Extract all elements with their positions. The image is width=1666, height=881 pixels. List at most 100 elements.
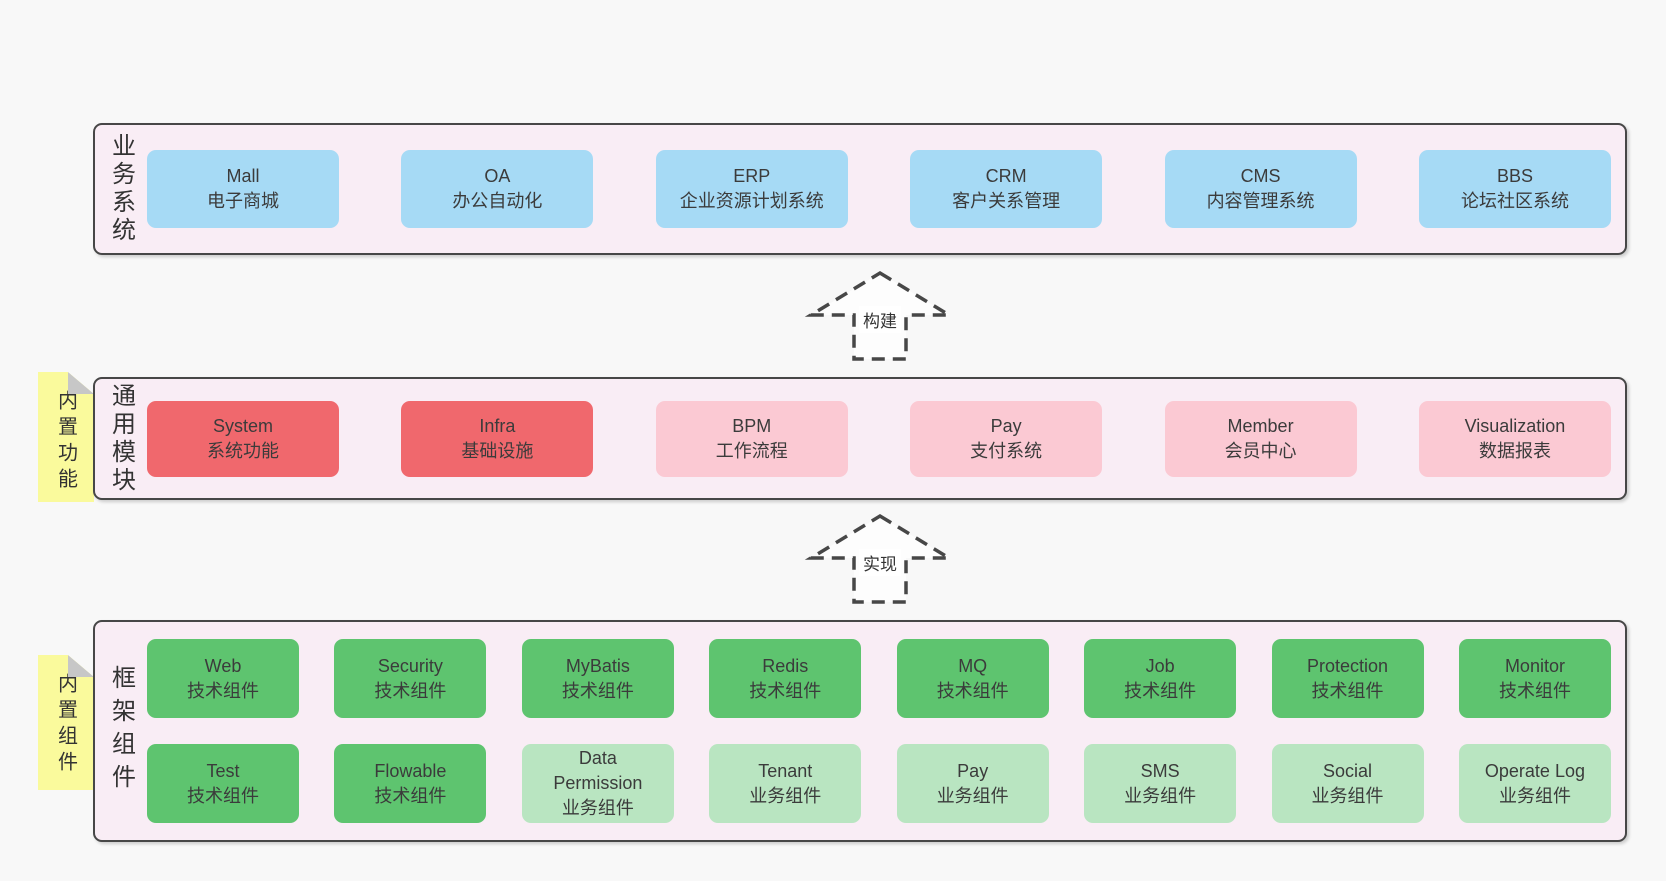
band-common-modules-label: 通用模块 — [107, 382, 135, 495]
box-title: OA — [484, 166, 511, 186]
build-arrow: 构建 — [804, 270, 956, 362]
box-subtitle: 技术组件 — [374, 680, 447, 701]
diagram-box: Security 技术组件 — [334, 639, 487, 718]
diagram-box: Redis 技术组件 — [709, 639, 862, 718]
diagram-box: MQ 技术组件 — [896, 639, 1049, 718]
diagram-box: Monitor 技术组件 — [1458, 639, 1611, 718]
box-title: Flowable — [374, 760, 447, 781]
box-subtitle: 技术组件 — [1311, 680, 1384, 701]
diagram-box: CMS 内容管理系统 — [1164, 150, 1357, 228]
box-title: BPM — [732, 415, 772, 436]
box-subtitle: 内容管理系统 — [1206, 191, 1315, 211]
diagram-box: Pay 业务组件 — [896, 744, 1049, 823]
box-title: MQ — [958, 655, 988, 676]
common-modules-boxes: System 系统功能 Infra 基础设施 BPM 工作流程 Pay 支付系统… — [147, 379, 1625, 498]
box-title: CRM — [985, 166, 1027, 186]
box-title: Data Permission — [553, 748, 643, 793]
band-common-modules: 通用模块 System 系统功能 Infra 基础设施 BPM 工作流程 Pay… — [93, 377, 1627, 500]
band-business-systems: 业务系统 Mall 电子商城 OA 办公自动化 ERP 企业资源计划系统 CRM… — [93, 123, 1627, 255]
box-subtitle: 业务组件 — [1124, 785, 1197, 806]
folded-corner — [68, 372, 94, 394]
box-title: Tenant — [758, 760, 813, 781]
band-framework-components: 框架组件 Web 技术组件 Security 技术组件 MyBatis 技术组件… — [93, 620, 1627, 842]
box-title: Test — [206, 760, 240, 781]
box-title: Redis — [762, 655, 809, 676]
box-title: Social — [1323, 760, 1373, 781]
diagram-box: CRM 客户关系管理 — [910, 150, 1103, 228]
box-title: Protection — [1307, 655, 1389, 676]
box-subtitle: 业务组件 — [749, 785, 822, 806]
box-title: Monitor — [1504, 655, 1565, 676]
diagram-box: System 系统功能 — [147, 400, 339, 477]
box-title: Pay — [990, 415, 1022, 436]
box-subtitle: 技术组件 — [187, 680, 259, 701]
box-subtitle: 业务组件 — [1311, 785, 1384, 806]
box-subtitle: 办公自动化 — [452, 191, 543, 211]
diagram-box: Operate Log 业务组件 — [1458, 744, 1611, 823]
diagram-box: Tenant 业务组件 — [709, 744, 862, 823]
box-subtitle: 系统功能 — [207, 440, 279, 461]
diagram-box: Member 会员中心 — [1164, 400, 1357, 477]
box-title: Mall — [226, 166, 260, 186]
diagram-box: MyBatis 技术组件 — [521, 639, 674, 718]
diagram-box: Infra 基础设施 — [401, 400, 594, 477]
box-title: System — [212, 415, 273, 436]
box-title: Infra — [479, 415, 516, 436]
business-systems-boxes: Mall 电子商城 OA 办公自动化 ERP 企业资源计划系统 CRM 客户关系… — [147, 125, 1625, 253]
box-subtitle: 技术组件 — [749, 680, 822, 701]
box-title: BBS — [1496, 166, 1533, 186]
sticky-note-text: 内置组件 — [54, 673, 77, 777]
box-title: Web — [204, 655, 242, 676]
diagram-box: Social 业务组件 — [1271, 744, 1424, 823]
box-subtitle: 工作流程 — [715, 440, 788, 461]
diagram-box: SMS 业务组件 — [1084, 744, 1237, 823]
box-subtitle: 会员中心 — [1224, 440, 1297, 461]
box-subtitle: 数据报表 — [1478, 440, 1551, 461]
folded-corner — [68, 655, 94, 677]
framework-components-row-2: Test 技术组件 Flowable 技术组件 Data Permission … — [147, 744, 1611, 823]
diagram-box: Test 技术组件 — [147, 744, 299, 823]
box-subtitle: 技术组件 — [187, 785, 259, 806]
implement-arrow: 实现 — [804, 513, 956, 605]
diagram-box: BPM 工作流程 — [655, 400, 848, 477]
box-title: MyBatis — [565, 655, 630, 676]
box-title: Operate Log — [1484, 760, 1585, 781]
diagram-box: Mall 电子商城 — [147, 150, 339, 228]
box-subtitle: 技术组件 — [561, 680, 634, 701]
box-title: Member — [1227, 415, 1294, 436]
box-subtitle: 基础设施 — [461, 440, 534, 461]
diagram-box: Job 技术组件 — [1084, 639, 1237, 718]
diagram-box: ERP 企业资源计划系统 — [655, 150, 848, 228]
box-subtitle: 技术组件 — [936, 680, 1009, 701]
implement-arrow-label: 实现 — [859, 549, 901, 576]
diagram-box: Web 技术组件 — [147, 639, 299, 718]
box-subtitle: 客户关系管理 — [952, 191, 1061, 211]
diagram-box: BBS 论坛社区系统 — [1418, 150, 1611, 228]
box-title: SMS — [1140, 760, 1180, 781]
diagram-box: Flowable 技术组件 — [334, 744, 487, 823]
box-subtitle: 业务组件 — [936, 785, 1009, 806]
box-title: CMS — [1240, 166, 1281, 186]
diagram-box: Protection 技术组件 — [1271, 639, 1424, 718]
sticky-note-built-in-components: 内置组件 — [38, 655, 94, 790]
diagram-box: Data Permission 业务组件 — [521, 744, 674, 823]
box-subtitle: 技术组件 — [1124, 680, 1197, 701]
box-subtitle: 电子商城 — [207, 191, 279, 211]
box-title: Pay — [957, 760, 989, 781]
box-subtitle: 技术组件 — [1498, 680, 1571, 701]
box-subtitle: 支付系统 — [970, 440, 1043, 461]
sticky-note-built-in-functions: 内置功能 — [38, 372, 94, 502]
band-business-systems-label: 业务系统 — [107, 133, 135, 245]
diagram-box: Visualization 数据报表 — [1418, 400, 1611, 477]
diagram-box: OA 办公自动化 — [401, 150, 594, 228]
box-subtitle: 业务组件 — [561, 798, 634, 818]
box-subtitle: 业务组件 — [1498, 785, 1571, 806]
box-subtitle: 技术组件 — [374, 785, 447, 806]
build-arrow-label: 构建 — [859, 306, 901, 333]
box-subtitle: 企业资源计划系统 — [679, 191, 824, 211]
box-title: Visualization — [1464, 415, 1566, 436]
box-subtitle: 论坛社区系统 — [1460, 191, 1569, 211]
box-title: Security — [377, 655, 443, 676]
box-title: ERP — [733, 166, 771, 186]
